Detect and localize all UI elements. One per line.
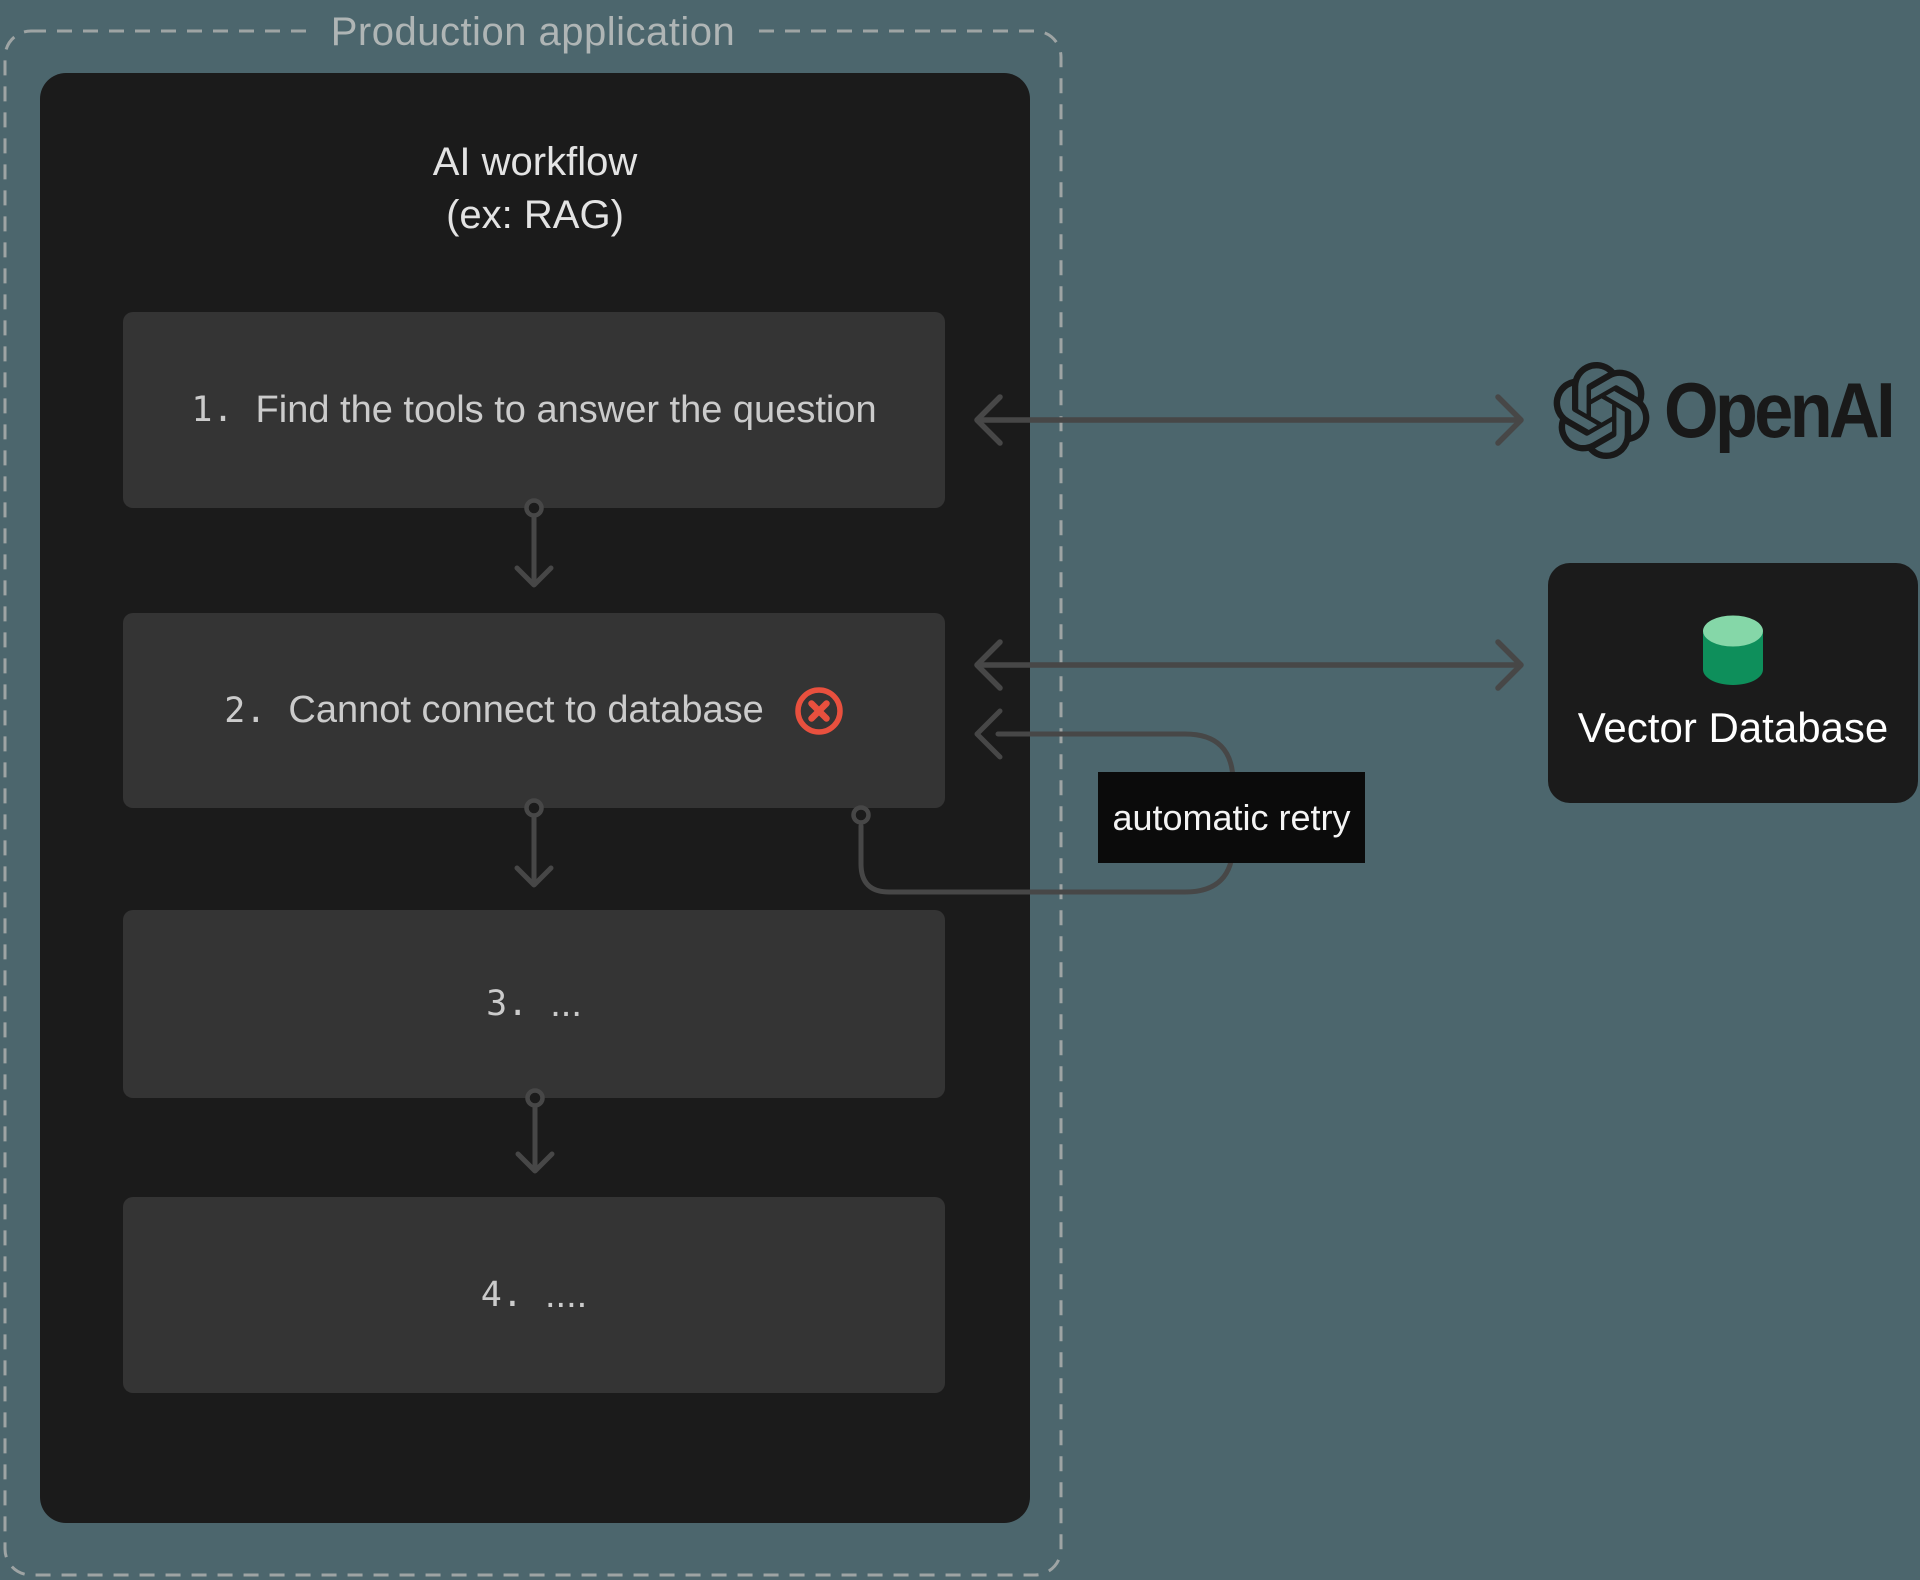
automatic-retry-label-text: automatic retry (1112, 796, 1351, 838)
vector-database-card: Vector Database (1548, 563, 1918, 803)
workflow-step-2: 2. Cannot connect to database (123, 613, 945, 808)
database-icon (1703, 615, 1763, 685)
automatic-retry-label: automatic retry (1098, 772, 1365, 863)
workflow-step-1: 1. Find the tools to answer the question (123, 312, 945, 508)
production-application-label: Production application (4, 10, 1062, 55)
openai-icon (1553, 362, 1650, 459)
arrow-step1-openai (974, 394, 1524, 446)
step-2-text: Cannot connect to database (288, 689, 764, 731)
error-icon (795, 686, 843, 735)
step-4-number: 4. (480, 1275, 523, 1315)
step-4-text: .... (544, 1273, 588, 1316)
step-3-number: 3. (486, 984, 529, 1024)
production-application-label-text: Production application (310, 10, 756, 54)
workflow-step-4: 4. .... (123, 1197, 945, 1393)
step-1-text: Find the tools to answer the question (255, 388, 877, 431)
openai-logo: OpenAI (1553, 362, 1917, 459)
ai-workflow-title-line1: AI workflow (432, 140, 638, 184)
step-1-number: 1. (191, 390, 234, 430)
step-3-text: ... (550, 982, 582, 1025)
ai-workflow-title: AI workflow (ex: RAG) (40, 136, 1030, 242)
openai-wordmark: OpenAI (1664, 366, 1896, 454)
arrow-step2-vectordb (974, 639, 1524, 691)
step-2-number: 2. (224, 690, 267, 731)
vector-database-label: Vector Database (1577, 703, 1889, 751)
ai-workflow-title-line2: (ex: RAG) (446, 193, 624, 237)
workflow-step-3: 3. ... (123, 910, 945, 1098)
